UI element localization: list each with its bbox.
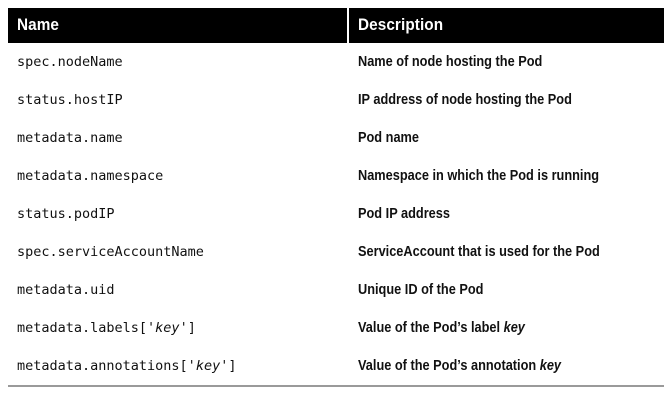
- column-header-description: Description: [348, 8, 664, 43]
- field-description-prefix: Name of node hosting the Pod: [358, 54, 543, 70]
- table: Name Description spec.nodeName Name of no…: [8, 8, 664, 387]
- field-description-text: Value of the Pod’s annotation key: [358, 358, 561, 374]
- cell-field-description: IP address of node hosting the Pod: [348, 81, 664, 119]
- field-description-text: Unique ID of the Pod: [358, 282, 483, 298]
- field-description-text: IP address of node hosting the Pod: [358, 92, 572, 108]
- field-name-prefix: metadata.labels[': [17, 320, 156, 336]
- field-description-placeholder: key: [503, 320, 525, 336]
- field-name-prefix: spec.nodeName: [17, 54, 123, 70]
- table-row: spec.serviceAccountName ServiceAccount th…: [8, 233, 664, 271]
- table-header-row: Name Description: [8, 8, 664, 43]
- cell-field-name: metadata.name: [8, 119, 349, 157]
- column-header-description-label: Description: [358, 15, 444, 34]
- field-name-text: status.hostIP: [17, 92, 123, 108]
- cell-field-name: metadata.annotations['key']: [8, 347, 349, 387]
- field-description-text: Name of node hosting the Pod: [358, 54, 542, 70]
- cell-field-name: status.hostIP: [8, 81, 349, 119]
- table-row: metadata.name Pod name: [8, 119, 664, 157]
- field-description-prefix: Namespace in which the Pod is running: [358, 168, 600, 184]
- field-description-prefix: Value of the Pod’s label: [358, 320, 504, 336]
- table-row: status.podIP Pod IP address: [8, 195, 664, 233]
- field-name-placeholder: key: [155, 320, 180, 336]
- field-description-prefix: Pod name: [358, 130, 419, 146]
- downward-api-fields-table: Name Description spec.nodeName Name of no…: [8, 8, 664, 387]
- table-row: metadata.namespace Namespace in which the…: [8, 157, 664, 195]
- field-description-prefix: Unique ID of the Pod: [358, 282, 484, 298]
- field-name-prefix: status.hostIP: [17, 92, 123, 108]
- field-description-text: Value of the Pod’s label key: [358, 320, 525, 336]
- table-body: spec.nodeName Name of node hosting the Po…: [8, 43, 664, 387]
- field-description-text: Pod name: [358, 130, 419, 146]
- cell-field-description: Pod name: [348, 119, 664, 157]
- field-name-placeholder: key: [195, 358, 221, 374]
- field-name-prefix: metadata.uid: [17, 282, 115, 298]
- field-description-prefix: IP address of node hosting the Pod: [358, 92, 572, 108]
- field-description-prefix: ServiceAccount that is used for the Pod: [358, 244, 600, 260]
- cell-field-name: status.podIP: [8, 195, 349, 233]
- field-name-prefix: metadata.annotations[': [17, 358, 196, 374]
- cell-field-description: ServiceAccount that is used for the Pod: [348, 233, 664, 271]
- field-name-prefix: status.podIP: [17, 206, 115, 222]
- field-description-text: Pod IP address: [358, 206, 450, 222]
- field-name-suffix: ']: [220, 358, 237, 374]
- cell-field-description: Namespace in which the Pod is running: [348, 157, 664, 195]
- field-description-prefix: Pod IP address: [358, 206, 450, 222]
- field-description-text: Namespace in which the Pod is running: [358, 168, 599, 184]
- table-row: metadata.labels['key']Value of the Pod’s…: [8, 309, 664, 347]
- field-name-prefix: spec.serviceAccountName: [17, 244, 204, 260]
- table-header: Name Description: [8, 8, 664, 43]
- column-header-name: Name: [8, 8, 349, 43]
- table-row: status.hostIP IP address of node hosting …: [8, 81, 664, 119]
- field-name-text: spec.serviceAccountName: [17, 244, 204, 260]
- field-description-prefix: Value of the Pod’s annotation: [358, 358, 540, 374]
- cell-field-name: metadata.labels['key']: [8, 309, 349, 347]
- field-name-suffix: ']: [179, 320, 196, 336]
- table-row: metadata.uid Unique ID of the Pod: [8, 271, 664, 309]
- cell-field-description: Name of node hosting the Pod: [348, 43, 664, 81]
- field-name-prefix: metadata.name: [17, 130, 123, 146]
- table-row: spec.nodeName Name of node hosting the Po…: [8, 43, 664, 81]
- cell-field-name: spec.serviceAccountName: [8, 233, 349, 271]
- field-description-placeholder: key: [539, 358, 562, 374]
- field-name-text: metadata.namespace: [17, 168, 163, 184]
- cell-field-description: Pod IP address: [348, 195, 664, 233]
- cell-field-name: metadata.uid: [8, 271, 349, 309]
- cell-field-name: metadata.namespace: [8, 157, 349, 195]
- field-name-text: metadata.name: [17, 130, 123, 146]
- field-description-text: ServiceAccount that is used for the Pod: [358, 244, 600, 260]
- cell-field-description: Value of the Pod’s annotation key: [348, 347, 664, 387]
- cell-field-name: spec.nodeName: [8, 43, 349, 81]
- table-row: metadata.annotations['key']Value of the …: [8, 347, 664, 387]
- field-name-prefix: metadata.namespace: [17, 168, 164, 184]
- field-name-text: metadata.uid: [17, 282, 115, 298]
- field-name-text: status.podIP: [17, 206, 115, 222]
- column-header-name-label: Name: [17, 15, 60, 34]
- field-name-text: metadata.labels['key']: [17, 320, 196, 336]
- cell-field-description: Value of the Pod’s label key: [348, 309, 664, 347]
- field-name-text: metadata.annotations['key']: [17, 358, 236, 374]
- field-name-text: spec.nodeName: [17, 54, 123, 70]
- cell-field-description: Unique ID of the Pod: [348, 271, 664, 309]
